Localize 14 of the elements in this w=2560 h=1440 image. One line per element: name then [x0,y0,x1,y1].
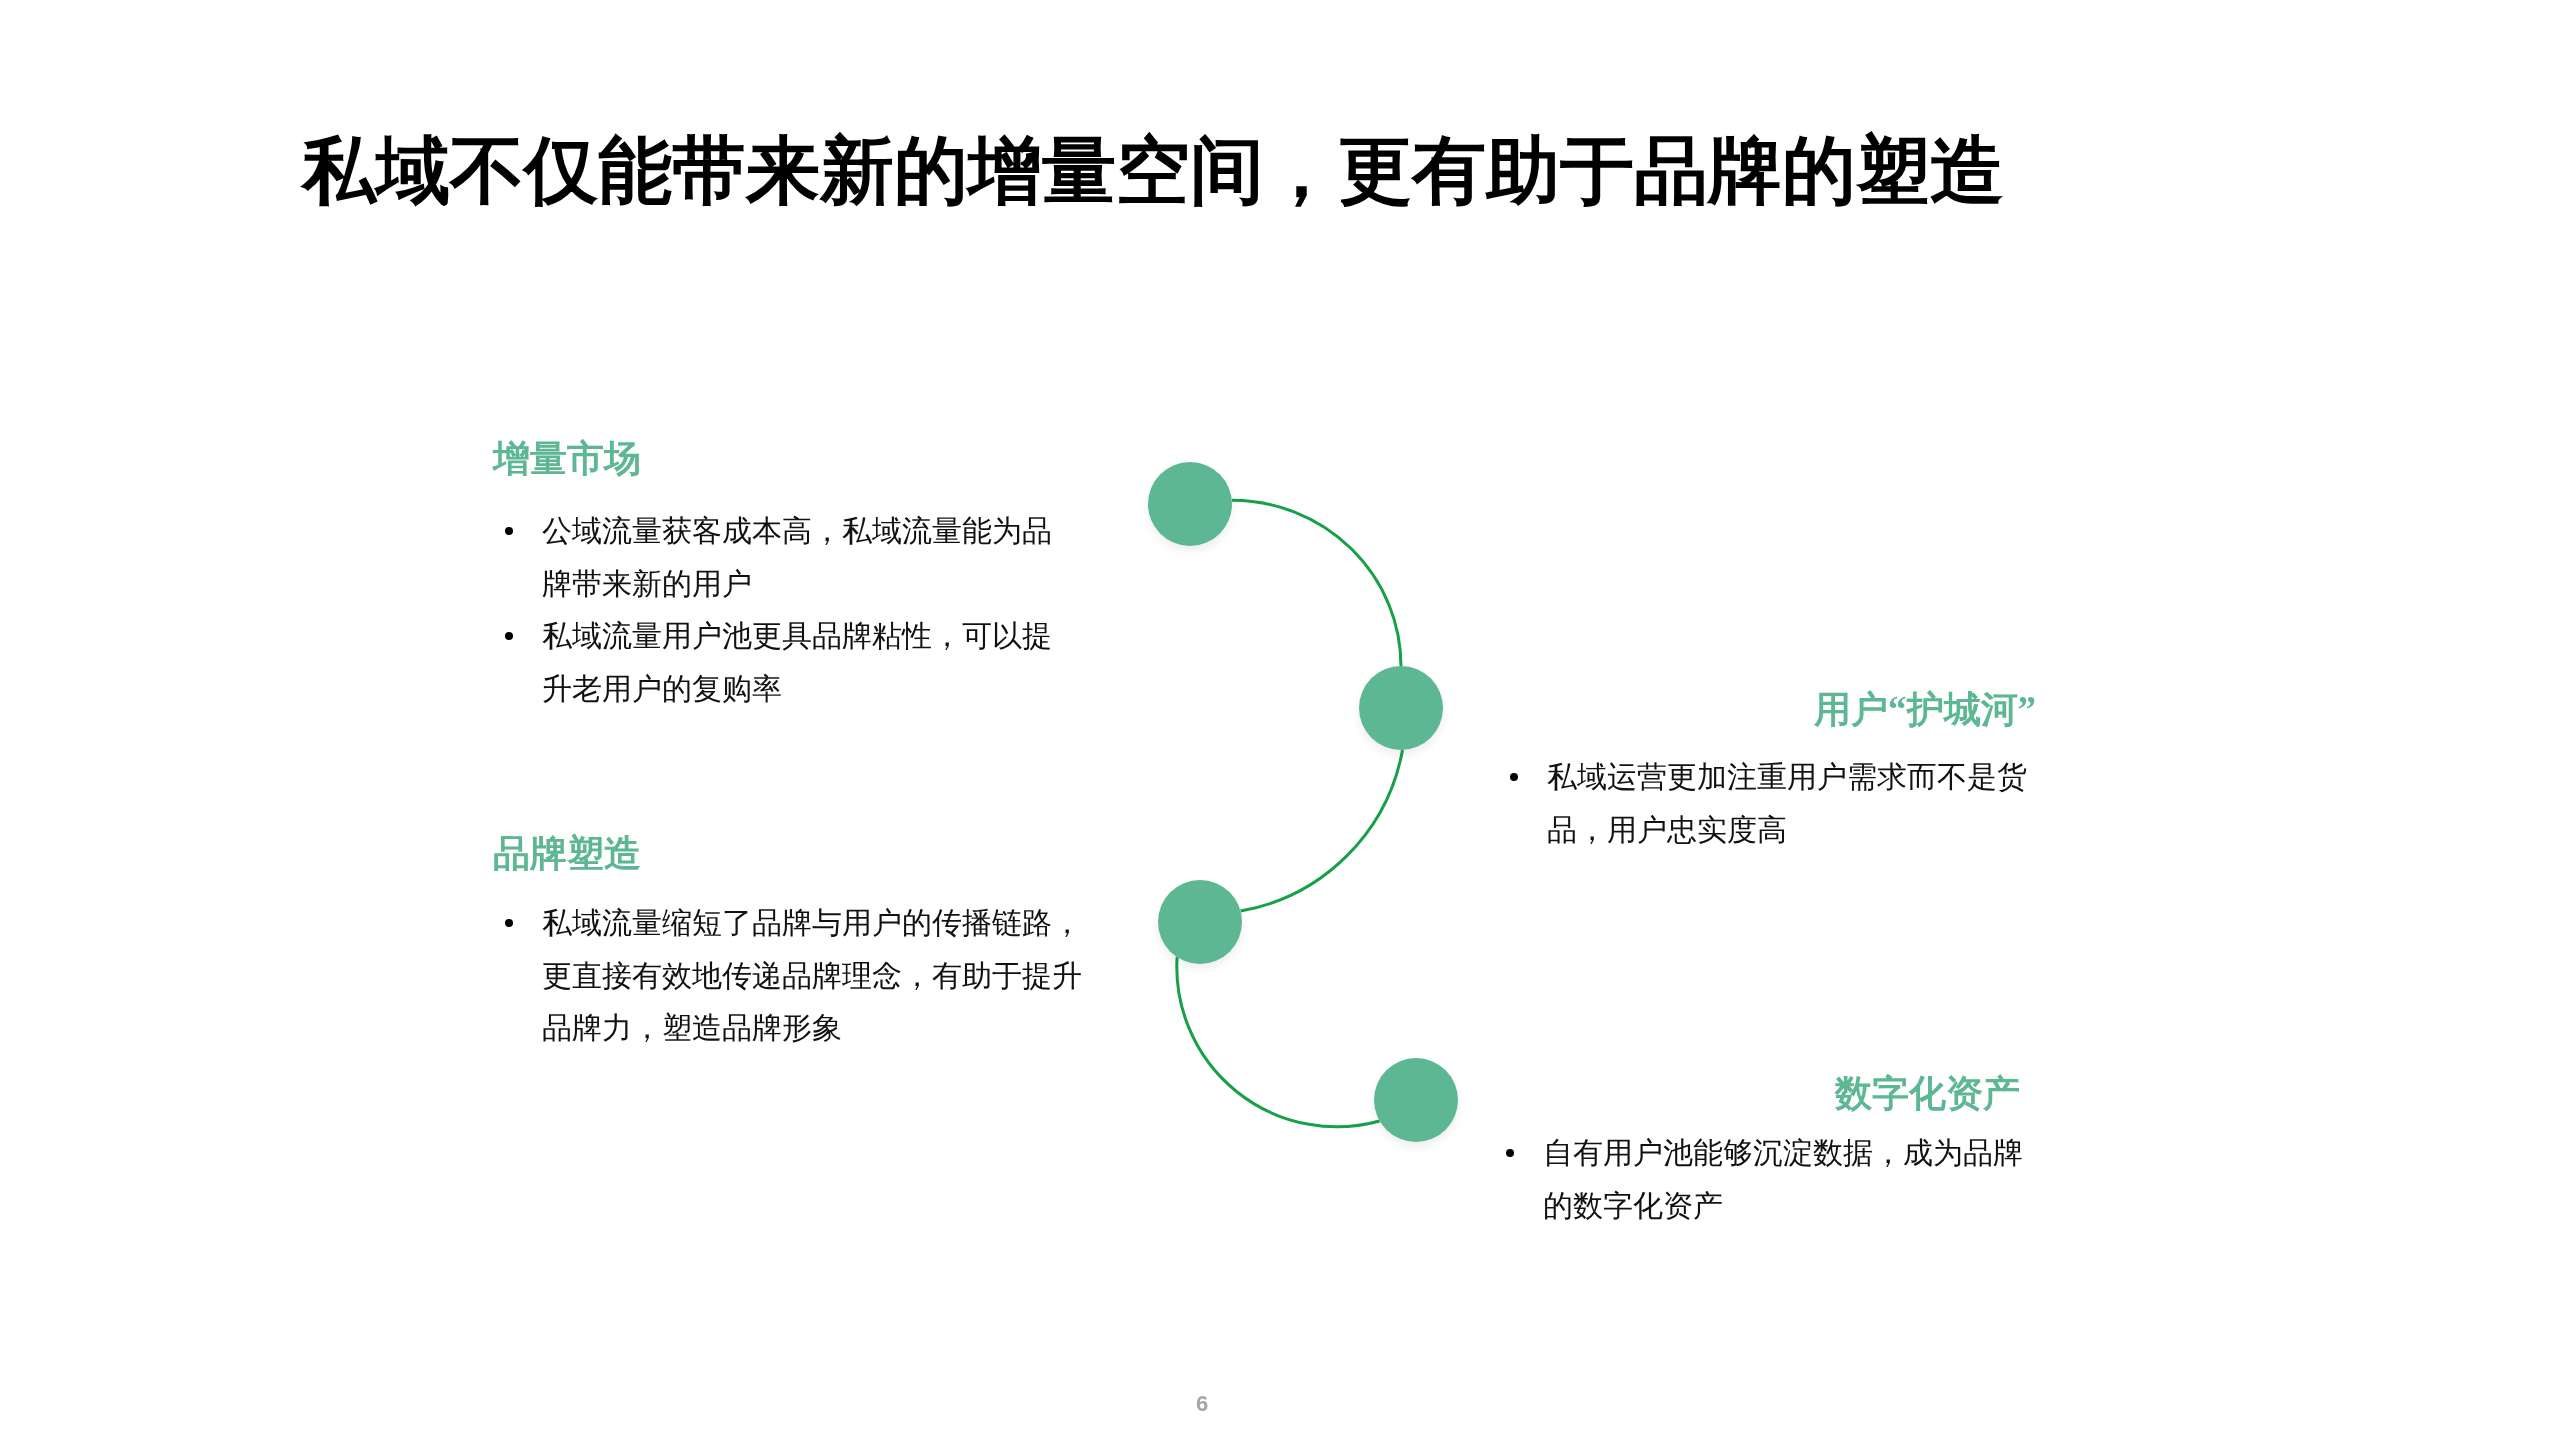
section-heading: 数字化资产 [1835,1072,2020,1116]
section-heading: 用户“护城河” [1814,688,2036,732]
section-heading: 品牌塑造 [493,832,641,876]
slide-title: 私域不仅能带来新的增量空间，更有助于品牌的塑造 [302,129,2004,214]
bullet-text: 自有用户池能够沉淀数据，成为品牌的数字化资产 [1543,1135,2024,1224]
connector-line [1175,957,1380,1129]
page-number: 6 [1195,1390,1209,1418]
connector-line [1231,498,1403,667]
bullet-text: 私域流量用户池更具品牌粘性，可以提升老用户的复购率 [542,618,1053,707]
connector-line [1240,749,1404,913]
bullet-text: 公域流量获客成本高，私域流量能为品牌带来新的用户 [542,513,1053,602]
section-heading: 增量市场 [493,437,641,481]
bullet-text: 私域流量缩短了品牌与用户的传播链路，更直接有效地传递品牌理念，有助于提升品牌力，塑造品牌形象 [542,905,1083,1046]
bullet-text: 私域运营更加注重用户需求而不是货品，用户忠实度高 [1547,759,2028,848]
